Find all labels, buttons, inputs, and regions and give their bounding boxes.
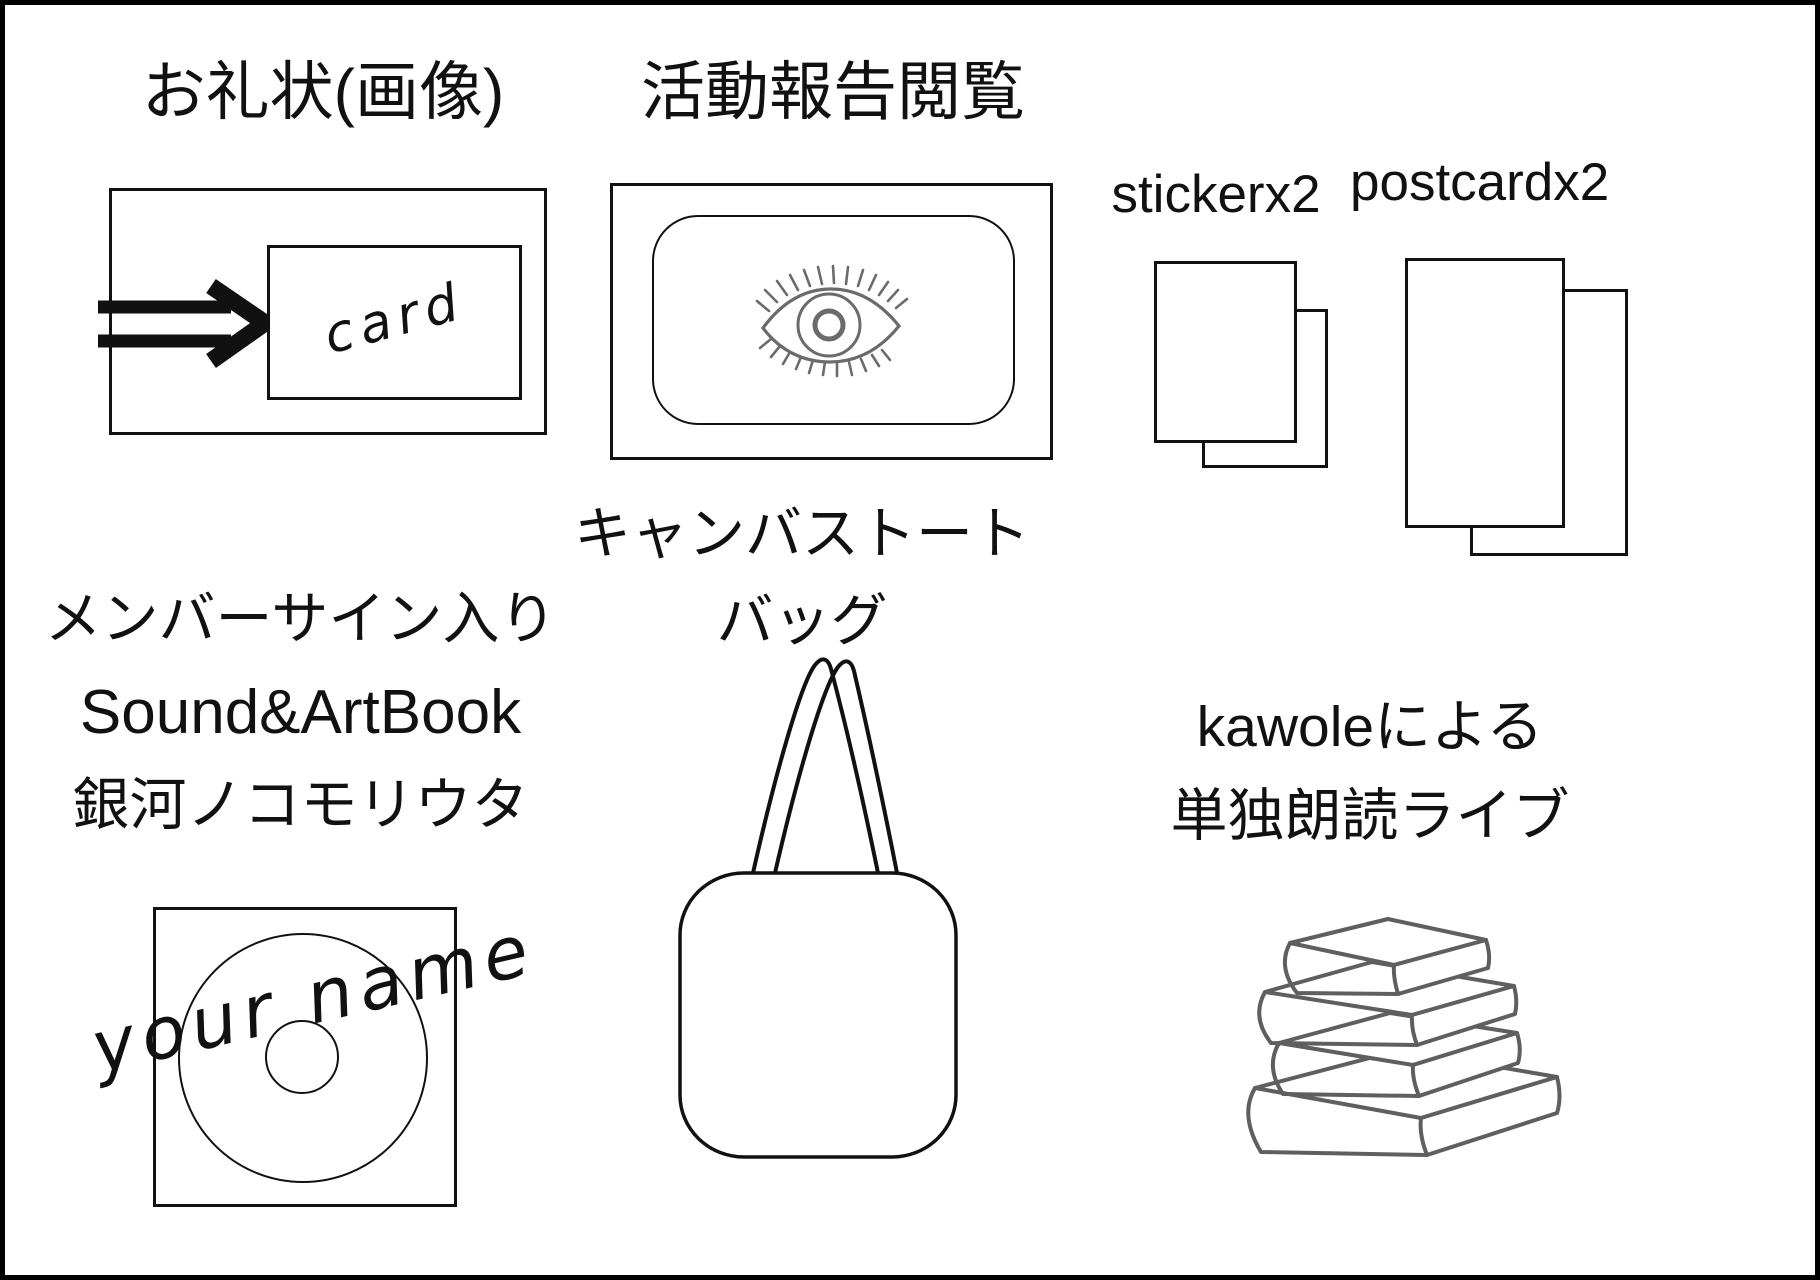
label-live-line2: 単独朗読ライブ xyxy=(1170,784,1570,848)
label-signed-book-line1: メンバーサイン入り xyxy=(44,587,557,651)
sticker-front xyxy=(1154,261,1297,443)
eye-icon xyxy=(755,264,909,378)
postcard-front xyxy=(1405,258,1565,528)
label-sticker: stickerx2 xyxy=(1111,165,1321,224)
label-reading-live: kawoleによる 単独朗読ライブ xyxy=(1130,683,1610,861)
card-box xyxy=(267,245,522,400)
label-signed-book-line2: Sound&ArtBook xyxy=(79,678,522,747)
label-activity-report: 活動報告閲覧 xyxy=(641,56,1025,128)
label-thanks-letter: お礼状(画像) xyxy=(141,56,505,128)
report-screen xyxy=(652,215,1015,425)
label-tote-line2: バッグ xyxy=(716,589,888,653)
label-signed-book: メンバーサイン入り Sound&ArtBook 銀河ノコモリウタ xyxy=(28,573,573,852)
label-postcard: postcardx2 xyxy=(1350,153,1610,212)
label-tote-bag: キャンバストート バッグ xyxy=(552,491,1052,665)
label-tote-line1: キャンバストート xyxy=(574,502,1030,566)
cd-disc xyxy=(178,933,428,1183)
books-icon xyxy=(1246,917,1562,1157)
cd-hole xyxy=(265,1020,339,1094)
arrow-icon xyxy=(98,278,280,368)
label-signed-book-line3: 銀河ノコモリウタ xyxy=(72,773,529,837)
tote-bag-icon xyxy=(678,657,958,1159)
label-live-line1: kawoleによる xyxy=(1196,695,1544,759)
